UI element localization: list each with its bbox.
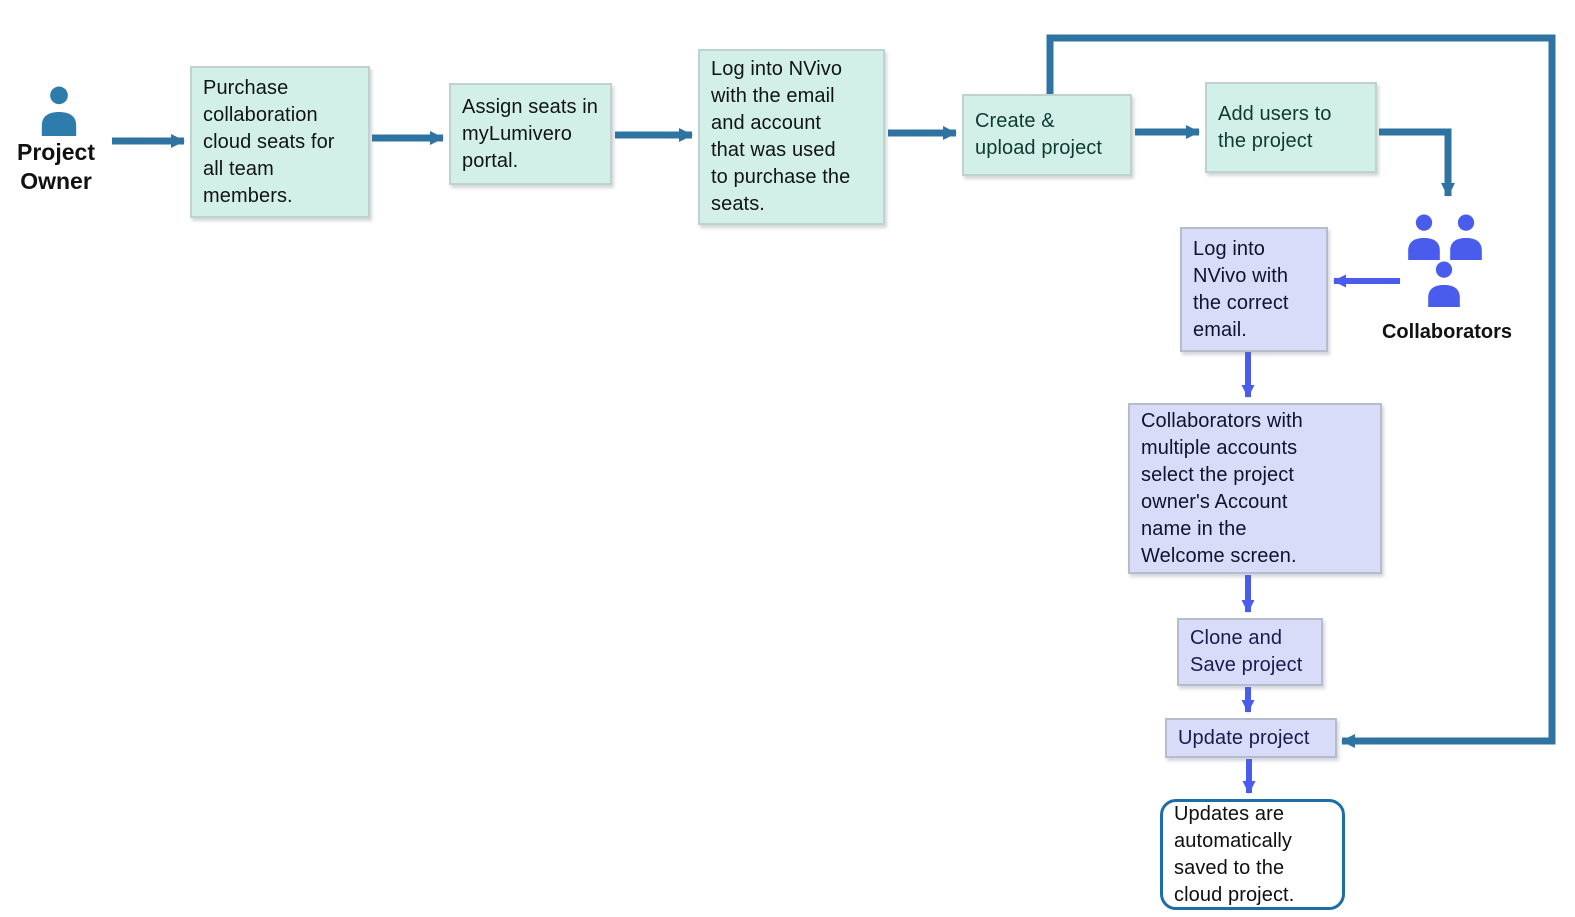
step-add-users: Add users to the project — [1205, 82, 1377, 173]
collaborators-label: Collaborators — [1381, 321, 1513, 343]
step-update-project: Update project — [1165, 718, 1337, 758]
step-clone-save-project: Clone and Save project — [1177, 618, 1323, 686]
person-icon — [40, 86, 78, 136]
arrow-addusers-to-collaborators — [1379, 128, 1455, 197]
step-login-owner: Log into NVivo with the email and accoun… — [698, 49, 885, 225]
step-login-collaborator: Log into NVivo with the correct email. — [1180, 227, 1328, 352]
step-assign-seats: Assign seats in myLumivero portal. — [449, 83, 612, 185]
step-create-upload-project: Create & upload project — [962, 94, 1132, 176]
result-updates-saved: Updates are automatically saved to the c… — [1160, 799, 1345, 910]
person-icon — [1424, 261, 1464, 307]
step-purchase-seats: Purchase collaboration cloud seats for a… — [190, 66, 370, 218]
person-icon — [1446, 214, 1486, 260]
person-icon — [1404, 214, 1444, 260]
project-owner-label: Project Owner — [17, 139, 95, 194]
step-select-account: Collaborators with multiple accounts sel… — [1128, 403, 1382, 574]
